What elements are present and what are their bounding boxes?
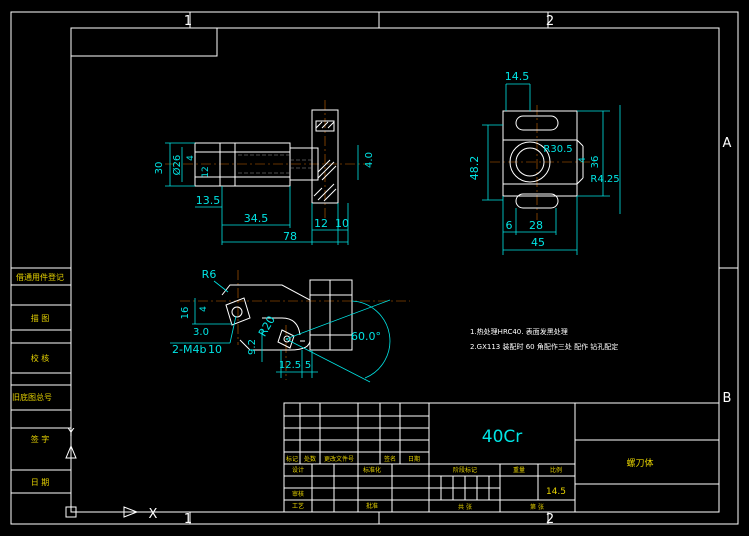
dim-front-small: 4: [186, 155, 196, 161]
sidebar-row-label: 签 字: [31, 434, 50, 444]
material-label: 40Cr: [482, 427, 523, 447]
sidebar-row-label: 旧底图总号: [12, 392, 52, 402]
sidebar-row-label: 借通用件登记: [16, 272, 64, 282]
zone-label-bottom-1: 1: [184, 512, 192, 527]
tb-lbl-weight: 重量: [513, 466, 525, 474]
dim-front-26: Ø26: [171, 155, 183, 176]
tb-hdr-count: 处数: [304, 455, 316, 463]
tb-lbl-sheet: 第 张: [530, 503, 544, 511]
dim-sec-125: 12.5: [279, 360, 301, 371]
dim-sec-92: 9.2: [247, 339, 258, 355]
dim-front-345: 34.5: [244, 212, 269, 225]
sidebar-row-label: 描 图: [31, 313, 50, 323]
dim-top-r305: R30.5: [543, 144, 572, 155]
dim-top-482: 48.2: [468, 156, 481, 181]
dim-front-12b: 12: [314, 217, 328, 230]
note-line-2: 2.GX113 装配时 60 角配作三处 配作 钻孔配定: [470, 342, 618, 351]
ucs-x-label: X: [149, 507, 158, 522]
dim-front-12: 12: [201, 166, 211, 177]
tb-hdr-sign: 签名: [384, 455, 396, 463]
sidebar-row-label: 校 核: [31, 353, 50, 363]
dim-top-d4: 4: [578, 157, 588, 163]
tb-lbl-approve: 批准: [366, 502, 378, 510]
dim-top-145: 14.5: [505, 70, 530, 83]
dim-sec-r20: R20: [256, 314, 278, 339]
tb-lbl-scale: 比例: [550, 466, 562, 474]
tb-hdr-file: 更改文件号: [324, 455, 354, 463]
tb-lbl-std: 标准化: [363, 466, 381, 474]
tb-lbl-design: 设计: [292, 466, 304, 474]
dim-front-30: 30: [154, 162, 165, 175]
dim-sec-16: 16: [180, 307, 191, 320]
zone-label-right-b: B: [723, 391, 732, 406]
dim-front-135: 13.5: [196, 194, 221, 207]
dim-sec-30: 3.0: [193, 327, 209, 338]
dim-sec-m4: 2-M4b: [172, 343, 206, 356]
dim-sec-4: 4: [199, 306, 209, 312]
front-view[interactable]: 30 Ø26 4 12 13.5 34.5 12 10 78 4.0: [154, 100, 375, 245]
part-weight: 14.5: [546, 487, 566, 497]
tb-lbl-review: 审核: [292, 490, 304, 498]
dim-top-28: 28: [529, 219, 543, 232]
revision-sidebar: 借通用件登记 描 图 校 核 旧底图总号 签 字 日 期: [10, 267, 72, 494]
dim-sec-5: 5: [305, 360, 311, 371]
dim-top-36: 36: [590, 156, 601, 169]
section-view[interactable]: 60.0° R6 16 4 3.0 2-M4b 10 R20 9.2 12.5 …: [170, 268, 410, 383]
dim-top-r425: R4.25: [590, 174, 619, 185]
zone-label-bottom-2: 2: [546, 512, 554, 527]
dim-top-45: 45: [531, 236, 545, 249]
technical-notes: 1.热处理HRC40. 表面发黑处理 2.GX113 装配时 60 角配作三处 …: [470, 327, 618, 351]
note-line-1: 1.热处理HRC40. 表面发黑处理: [470, 327, 568, 336]
drawing-frame: 1 2 1 2 A B: [10, 11, 739, 527]
dim-top-6: 6: [506, 219, 513, 232]
dim-sec-10: 10: [208, 343, 222, 356]
tb-lbl-process: 工艺: [292, 502, 304, 510]
dim-sec-60: 60.0°: [351, 330, 381, 343]
sidebar-row-label: 日 期: [31, 478, 50, 487]
title-block: 标记 处数 更改文件号 签名 日期 设计 标准化 审核 工艺 批准 40Cr 阶…: [283, 402, 720, 513]
tb-lbl-total: 共 张: [458, 503, 472, 511]
tb-hdr-date: 日期: [408, 455, 420, 463]
tb-lbl-stage: 阶段标记: [453, 466, 477, 474]
top-view[interactable]: 14.5 48.2 R30.5 4 36 R4.25 6 28 45: [468, 70, 621, 255]
zone-label-right-a: A: [723, 136, 732, 151]
dim-front-10: 10: [335, 217, 349, 230]
zone-label-top-2: 2: [546, 14, 554, 29]
part-name: 螺刀体: [626, 457, 653, 469]
ucs-y-label: Y: [67, 426, 75, 439]
dim-front-40: 4.0: [364, 152, 375, 168]
ucs-icon: Y X: [65, 426, 158, 522]
dim-front-78: 78: [283, 230, 297, 243]
tb-hdr-mark: 标记: [286, 455, 298, 463]
zone-label-top-1: 1: [184, 14, 192, 29]
dim-sec-r6: R6: [202, 268, 217, 281]
